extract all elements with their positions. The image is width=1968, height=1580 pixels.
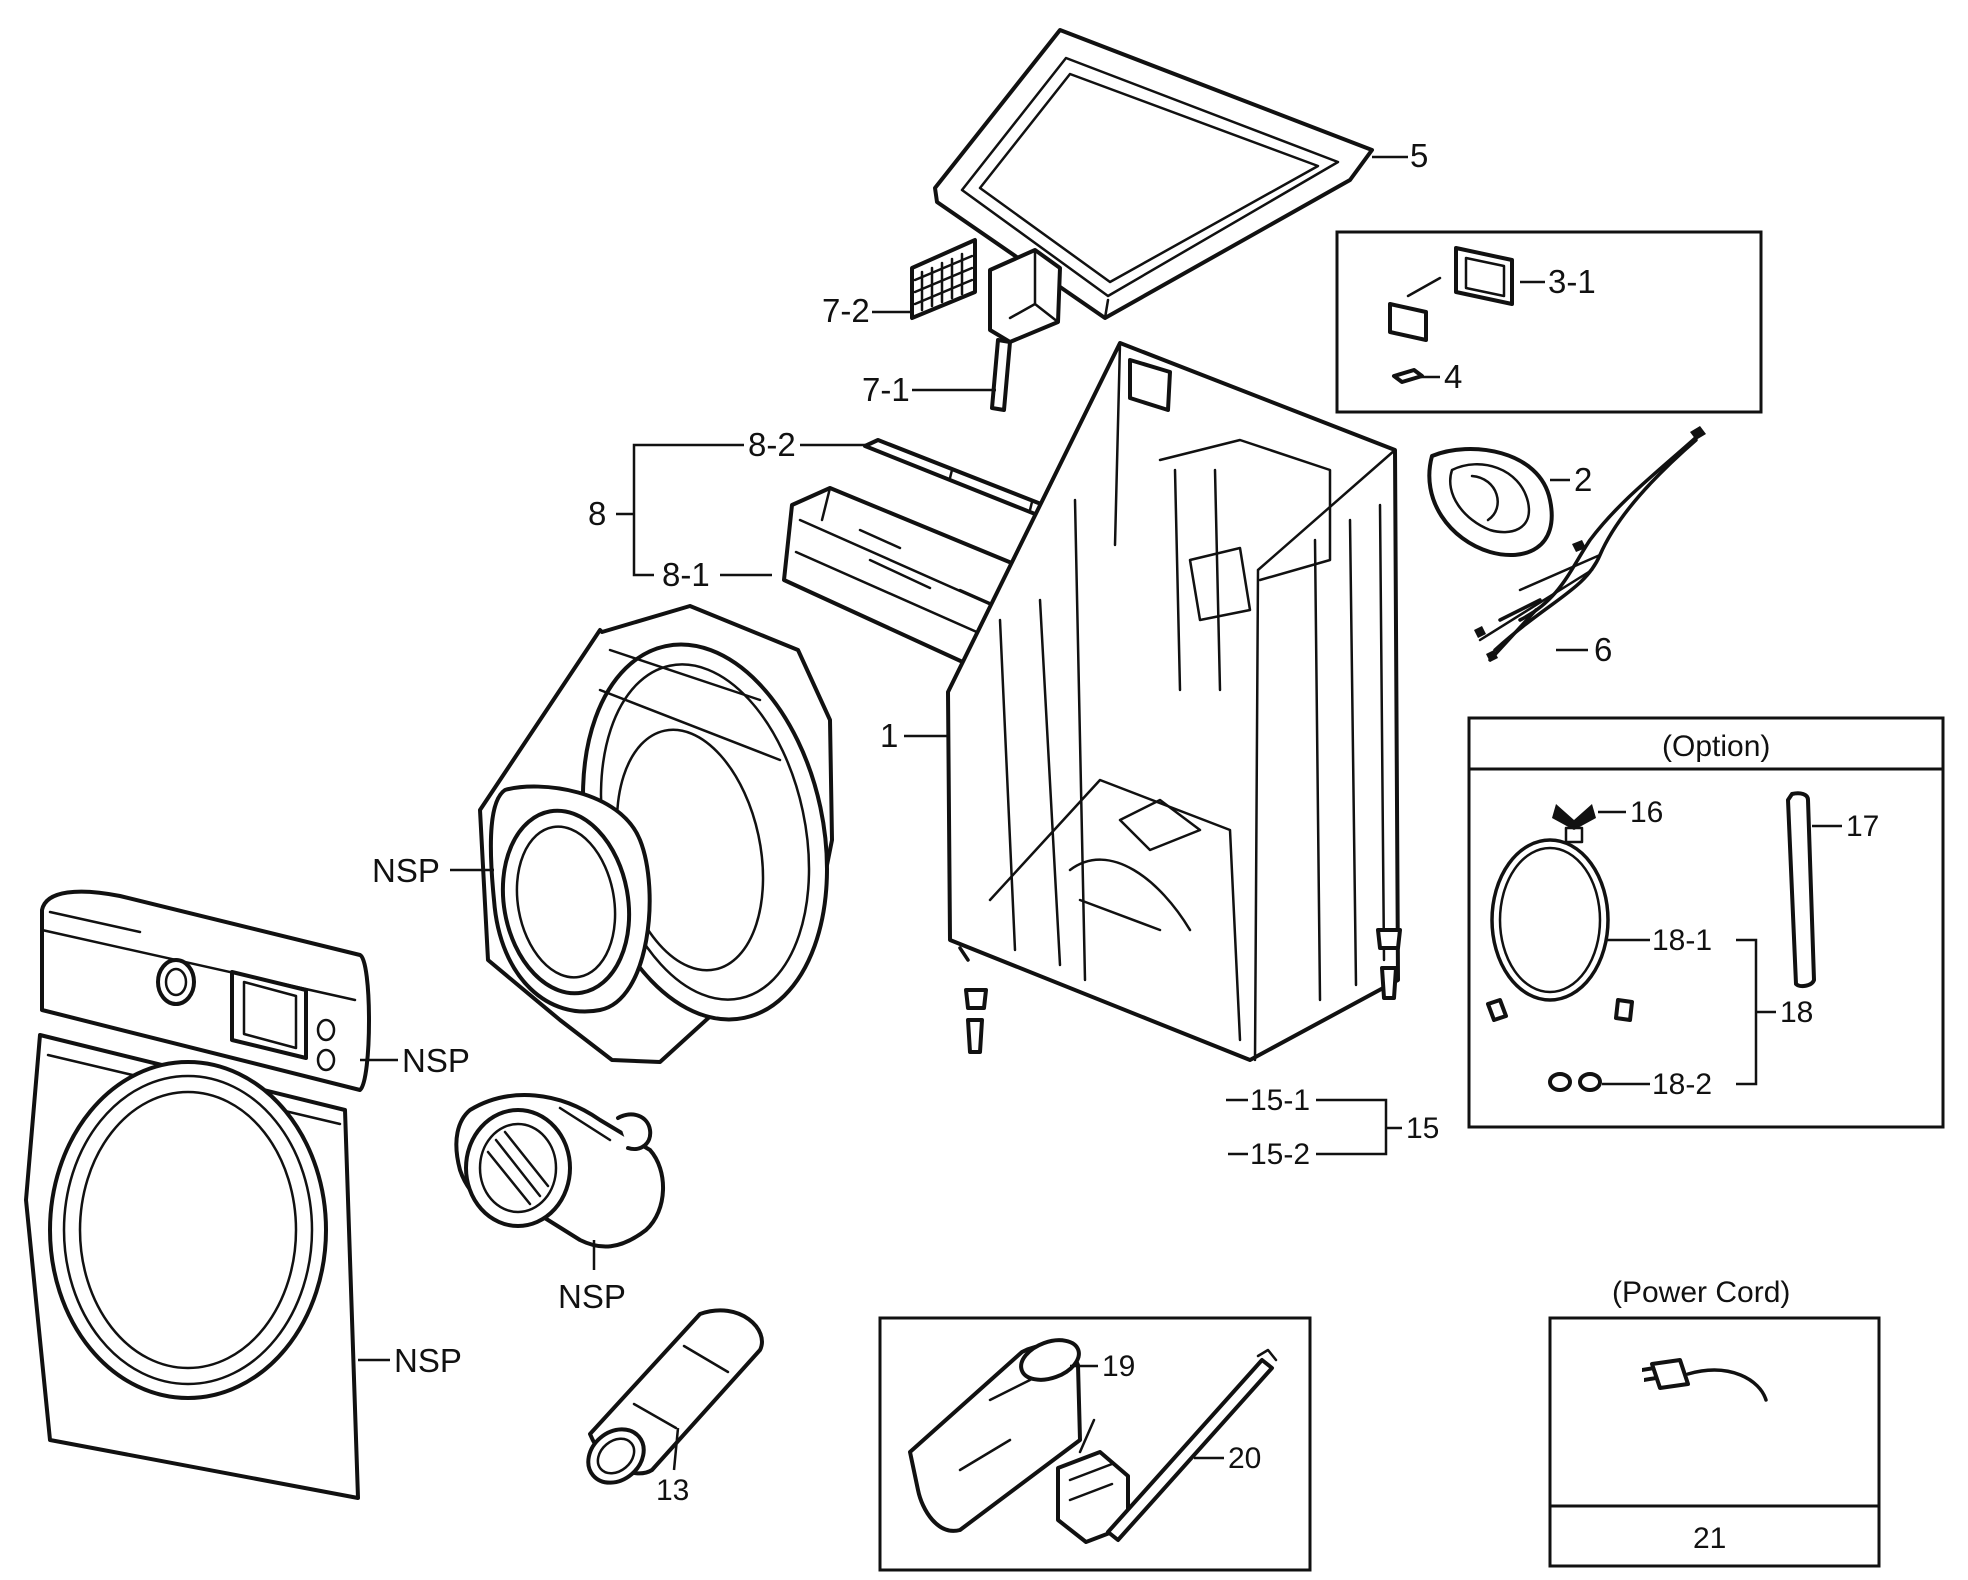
label-3-1: 3-1 <box>1548 263 1596 300</box>
exhaust-cover-part <box>1427 447 1554 557</box>
callout-leader-lines <box>358 155 1842 1471</box>
label-nsp-drum: NSP <box>372 852 440 889</box>
label-18-1: 18-1 <box>1652 924 1712 957</box>
label-7-2: 7-2 <box>822 292 870 329</box>
label-nsp-blower: NSP <box>558 1278 626 1315</box>
label-19: 19 <box>1102 1350 1135 1383</box>
drum-assembly-part <box>478 604 834 1064</box>
label-21: 21 <box>1693 1522 1726 1555</box>
option-callout-box <box>1467 716 1945 1129</box>
label-16: 16 <box>1630 796 1663 829</box>
label-15: 15 <box>1406 1112 1439 1145</box>
option-box-title: (Option) <box>1662 730 1770 763</box>
label-1: 1 <box>880 717 898 754</box>
label-nsp-door: NSP <box>394 1342 462 1379</box>
lint-filter-part <box>910 238 977 320</box>
label-8-1: 8-1 <box>662 556 710 593</box>
power-cord-box-title: (Power Cord) <box>1612 1276 1790 1309</box>
filter-duct-part <box>988 248 1062 412</box>
wire-harness-part <box>1474 426 1706 662</box>
label-18: 18 <box>1780 996 1813 1029</box>
label-20: 20 <box>1228 1442 1261 1475</box>
cabinet-part <box>946 341 1400 1062</box>
exhaust-duct-part <box>586 1308 764 1485</box>
power-cord-callout-box <box>1548 1316 1881 1568</box>
label-17: 17 <box>1846 810 1879 843</box>
cabinet-feet <box>958 928 1402 1054</box>
label-nsp-control-panel: NSP <box>402 1042 470 1079</box>
blower-housing-part <box>454 1093 665 1249</box>
label-8: 8 <box>588 495 606 532</box>
front-door-panel-part <box>24 1033 360 1500</box>
label-15-1: 15-1 <box>1250 1084 1310 1117</box>
control-panel-part <box>40 889 371 1092</box>
label-13: 13 <box>656 1474 689 1507</box>
label-15-2: 15-2 <box>1250 1138 1310 1171</box>
label-5: 5 <box>1410 137 1428 174</box>
top-cover-part <box>933 28 1374 320</box>
label-2: 2 <box>1574 461 1592 498</box>
label-6: 6 <box>1594 631 1612 668</box>
back-panel-callout-box <box>1335 230 1763 414</box>
label-8-2: 8-2 <box>748 426 796 463</box>
label-4: 4 <box>1444 358 1462 395</box>
label-7-1: 7-1 <box>862 371 910 408</box>
label-18-2: 18-2 <box>1652 1068 1712 1101</box>
heater-parts-callout-box <box>878 1316 1312 1572</box>
